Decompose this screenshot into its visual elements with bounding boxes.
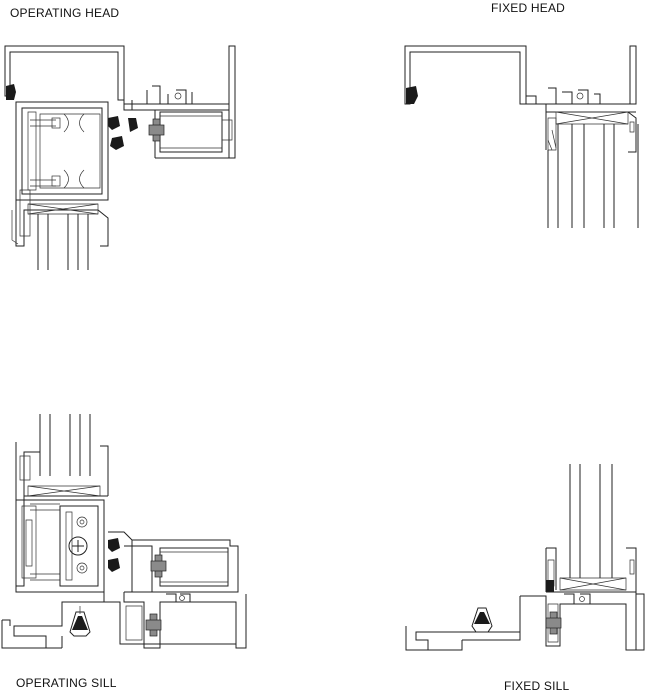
operating-sill-label: OPERATING SILL (16, 676, 117, 690)
fixed-head-label: FIXED HEAD (491, 1, 566, 15)
fixed-sill-label: FIXED SILL (504, 679, 570, 693)
fixed-head-section (404, 45, 639, 228)
operating-head-label: OPERATING HEAD (10, 6, 120, 20)
operating-sill-section (1, 414, 247, 649)
fixed-sill-section (405, 464, 645, 651)
operating-head-section (4, 45, 236, 270)
